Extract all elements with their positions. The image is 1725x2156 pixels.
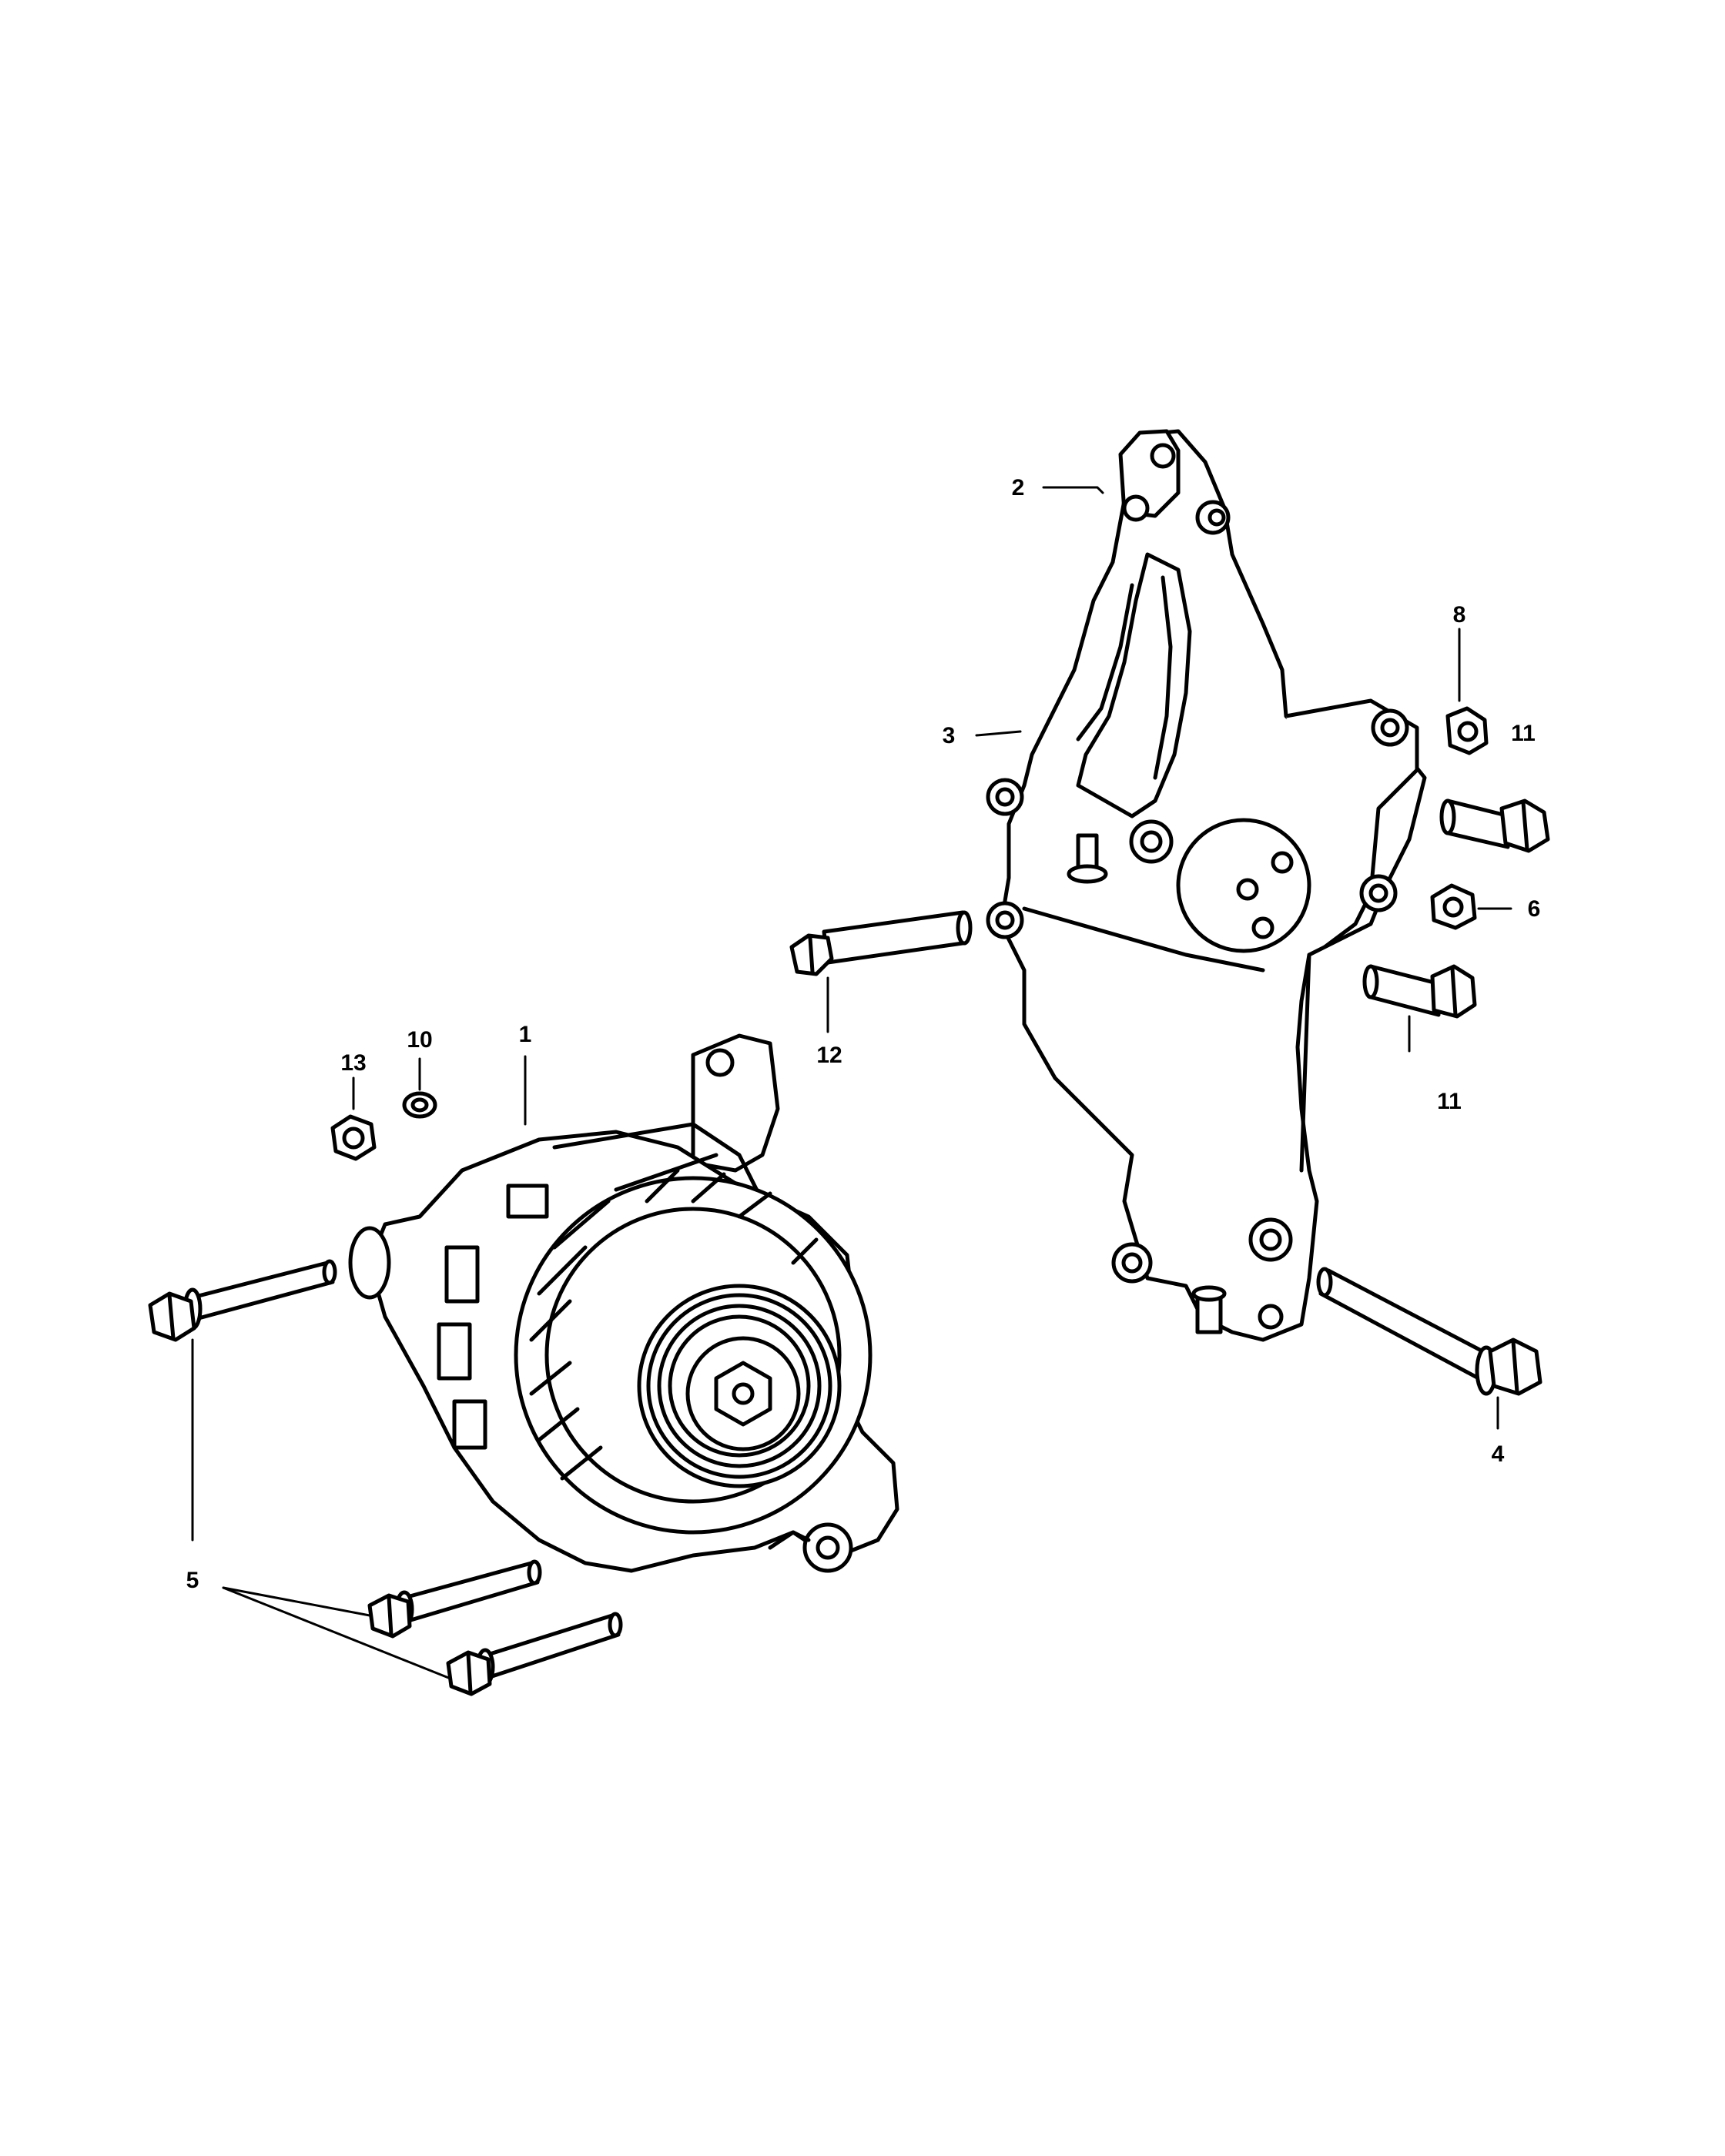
bolt-11-upper [1439, 798, 1550, 853]
callout-4: 4 [1492, 1441, 1505, 1467]
callout-5: 5 [186, 1568, 199, 1593]
bolt-4 [1316, 1267, 1542, 1396]
callout-numbers: 1 2 3 4 5 6 8 10 11 11 12 13 [186, 475, 1541, 1593]
bolt-5-lower-a [367, 1559, 542, 1639]
callout-11-upper: 11 [1511, 721, 1536, 746]
nut-13 [330, 1114, 377, 1161]
callout-13: 13 [340, 1050, 366, 1076]
callout-8: 8 [1453, 602, 1466, 628]
bolt-5-left [148, 1259, 337, 1342]
callout-3: 3 [943, 723, 956, 748]
nut-8 [1445, 706, 1489, 755]
alternator [348, 1033, 899, 1573]
callout-10: 10 [407, 1027, 432, 1053]
callout-6: 6 [1528, 896, 1541, 922]
washer-10 [402, 1091, 437, 1119]
bolt-5-lower-b [446, 1612, 623, 1696]
callout-12: 12 [816, 1043, 842, 1068]
bolt-12 [789, 910, 973, 976]
callout-11-lower: 11 [1437, 1089, 1462, 1114]
leader-lines [191, 486, 1512, 1680]
nut-6 [1430, 883, 1477, 930]
mounting-bracket [986, 429, 1427, 1342]
bolt-11-lower [1362, 964, 1477, 1019]
callout-2: 2 [1012, 475, 1025, 500]
callout-1: 1 [519, 1022, 532, 1047]
